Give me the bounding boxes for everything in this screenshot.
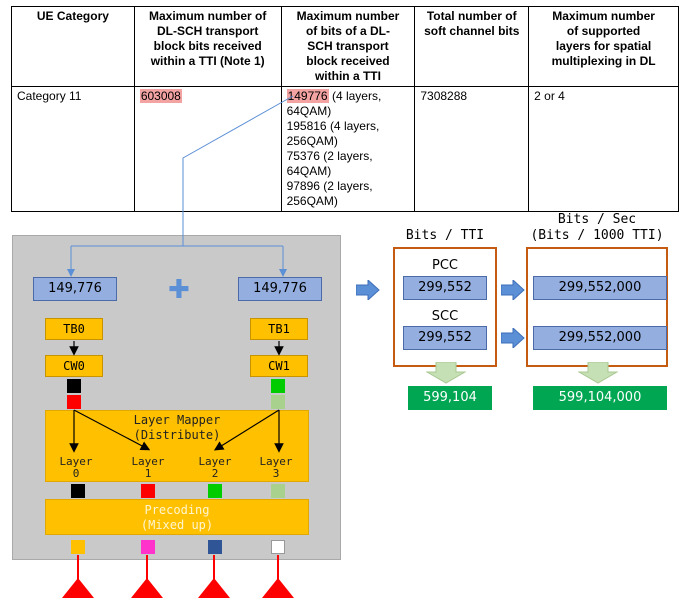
tb-bits-right: 149,776 <box>238 277 322 301</box>
layer-1-symbol <box>141 484 155 498</box>
antenna-3-symbol <box>271 540 285 554</box>
codeword-connectors <box>69 341 284 453</box>
tb0-block: TB0 <box>45 318 103 340</box>
tb1-block: TB1 <box>250 318 308 340</box>
cw0-symbol-bottom <box>67 395 81 409</box>
right-arrow-icon <box>355 278 380 305</box>
layer-0-symbol <box>71 484 85 498</box>
cell-max-tb-bits: 603008 <box>133 86 282 212</box>
antenna-2-symbol <box>208 540 222 554</box>
cell-max-bits-per-tb: 149776 (4 layers, 64QAM) 195816 (4 layer… <box>280 86 416 212</box>
cw1-symbol-top <box>271 379 285 393</box>
table-header-row: UE Category Maximum number of DL-SCH tra… <box>11 6 679 87</box>
header-ue-category: UE Category <box>11 6 135 87</box>
layer-3-label: Layer 3 <box>259 455 293 480</box>
down-arrow-icon <box>425 361 467 389</box>
ue-category-table: UE Category Maximum number of DL-SCH tra… <box>11 6 679 212</box>
scc-bits-sec: 299,552,000 <box>533 326 667 350</box>
layer-2-label: Layer 2 <box>198 455 232 480</box>
antenna-1-symbol <box>141 540 155 554</box>
layer-0-label: Layer 0 <box>59 455 93 480</box>
scc-label: SCC <box>431 309 459 324</box>
highlight-max-tb-bits: 603008 <box>139 89 182 103</box>
layer-1-label: Layer 1 <box>131 455 165 480</box>
cell-layers: 2 or 4 <box>528 86 679 212</box>
pcc-label: PCC <box>432 258 458 273</box>
cell-category: Category 11 <box>11 86 135 212</box>
antenna-0-symbol <box>71 540 85 554</box>
layer-2-symbol <box>208 484 222 498</box>
bits-tti-header: Bits / TTI <box>405 228 485 243</box>
pcc-bits-sec: 299,552,000 <box>533 276 667 300</box>
cw1-block: CW1 <box>250 355 308 377</box>
antenna-stems <box>77 555 279 598</box>
cw1-symbol-bottom <box>271 395 285 409</box>
layer-3-symbol <box>271 484 285 498</box>
plus-icon: ✚ <box>168 274 190 304</box>
header-max-tb-bits: Maximum number of DL-SCH transport block… <box>133 6 282 87</box>
precoding-block: Precoding (Mixed up) <box>45 499 309 535</box>
cw0-symbol-top <box>67 379 81 393</box>
total-bits-sec: 599,104,000 <box>533 386 667 410</box>
tb-bits-left: 149,776 <box>33 277 117 301</box>
table-row: Category 11 603008 149776 (4 layers, 64Q… <box>11 86 679 212</box>
cw0-block: CW0 <box>45 355 103 377</box>
header-max-layers: Maximum number of supported layers for s… <box>528 6 679 87</box>
right-arrow-icon <box>500 326 525 353</box>
down-arrow-icon <box>577 361 619 389</box>
layer-mapper-block: Layer Mapper (Distribute) Layer 0 Layer … <box>45 410 309 482</box>
pcc-bits-tti: 299,552 <box>403 276 487 300</box>
right-arrow-icon <box>500 278 525 305</box>
highlight-max-bits: 149776 <box>286 89 329 103</box>
total-bits-tti: 599,104 <box>408 386 492 410</box>
bits-sec-header: Bits / Sec (Bits / 1000 TTI) <box>530 212 664 243</box>
source-connector <box>67 95 294 277</box>
scc-bits-tti: 299,552 <box>403 326 487 350</box>
